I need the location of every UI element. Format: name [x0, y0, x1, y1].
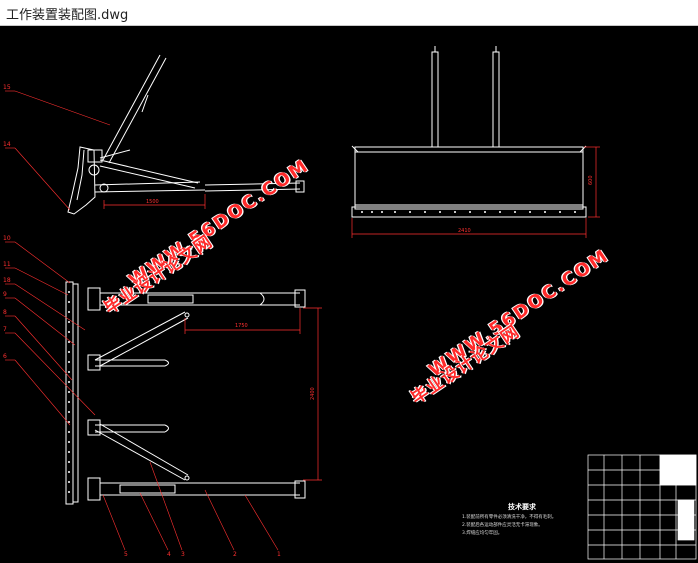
callout-leaders: [5, 90, 279, 551]
window-titlebar: 工作装置装配图.dwg: [0, 0, 698, 26]
top-view-bolts: [68, 291, 70, 493]
callout-6: 6: [3, 353, 7, 360]
notes-title: 技术要求: [508, 502, 537, 511]
window-title: 工作装置装配图.dwg: [6, 8, 129, 23]
front-view-dimensions: [351, 146, 600, 238]
callout-4: 4: [167, 551, 171, 558]
side-view-dimension: [103, 194, 206, 209]
callout-8: 8: [3, 309, 7, 316]
top-view: [65, 281, 306, 505]
callout-14: 14: [3, 141, 11, 148]
side-view: [67, 54, 305, 215]
dim-front-height: 600: [588, 175, 594, 185]
notes-line-2: 2.装配后各运动部件应灵活无卡滞现象。: [462, 521, 543, 528]
callout-3: 3: [181, 551, 185, 558]
cad-drawing: 1500 2: [3, 46, 697, 560]
notes-line-1: 1.装配前所有零件必须清洗干净，不得有毛刺。: [462, 513, 556, 520]
callout-1: 1: [277, 551, 281, 558]
callout-10: 10: [3, 235, 11, 242]
callout-5: 5: [124, 551, 128, 558]
top-view-dimensions: [184, 307, 322, 481]
dim-top-overall-height: 2400: [310, 387, 316, 400]
front-view: [351, 46, 587, 218]
notes-line-3: 3.焊缝应均匀牢固。: [462, 529, 502, 536]
callout-9: 9: [3, 291, 7, 298]
callout-11: 11: [3, 261, 11, 268]
dim-front-width: 2410: [458, 228, 471, 234]
callout-15: 15: [3, 84, 11, 91]
callout-labels: 15 14 10 11 18 9 8 7 6 5 4 3 2 1: [3, 84, 281, 558]
dim-top-arm-length: 1750: [235, 323, 248, 329]
front-view-bolts: [361, 211, 576, 213]
dim-side-length: 1500: [146, 199, 159, 205]
callout-2: 2: [233, 551, 237, 558]
technical-notes: 技术要求 1.装配前所有零件必须清洗干净，不得有毛刺。 2.装配后各运动部件应灵…: [462, 502, 556, 536]
title-block: [587, 454, 697, 560]
callout-18: 18: [3, 277, 11, 284]
callout-7: 7: [3, 326, 7, 333]
drawing-canvas[interactable]: 1500 2: [0, 26, 698, 563]
